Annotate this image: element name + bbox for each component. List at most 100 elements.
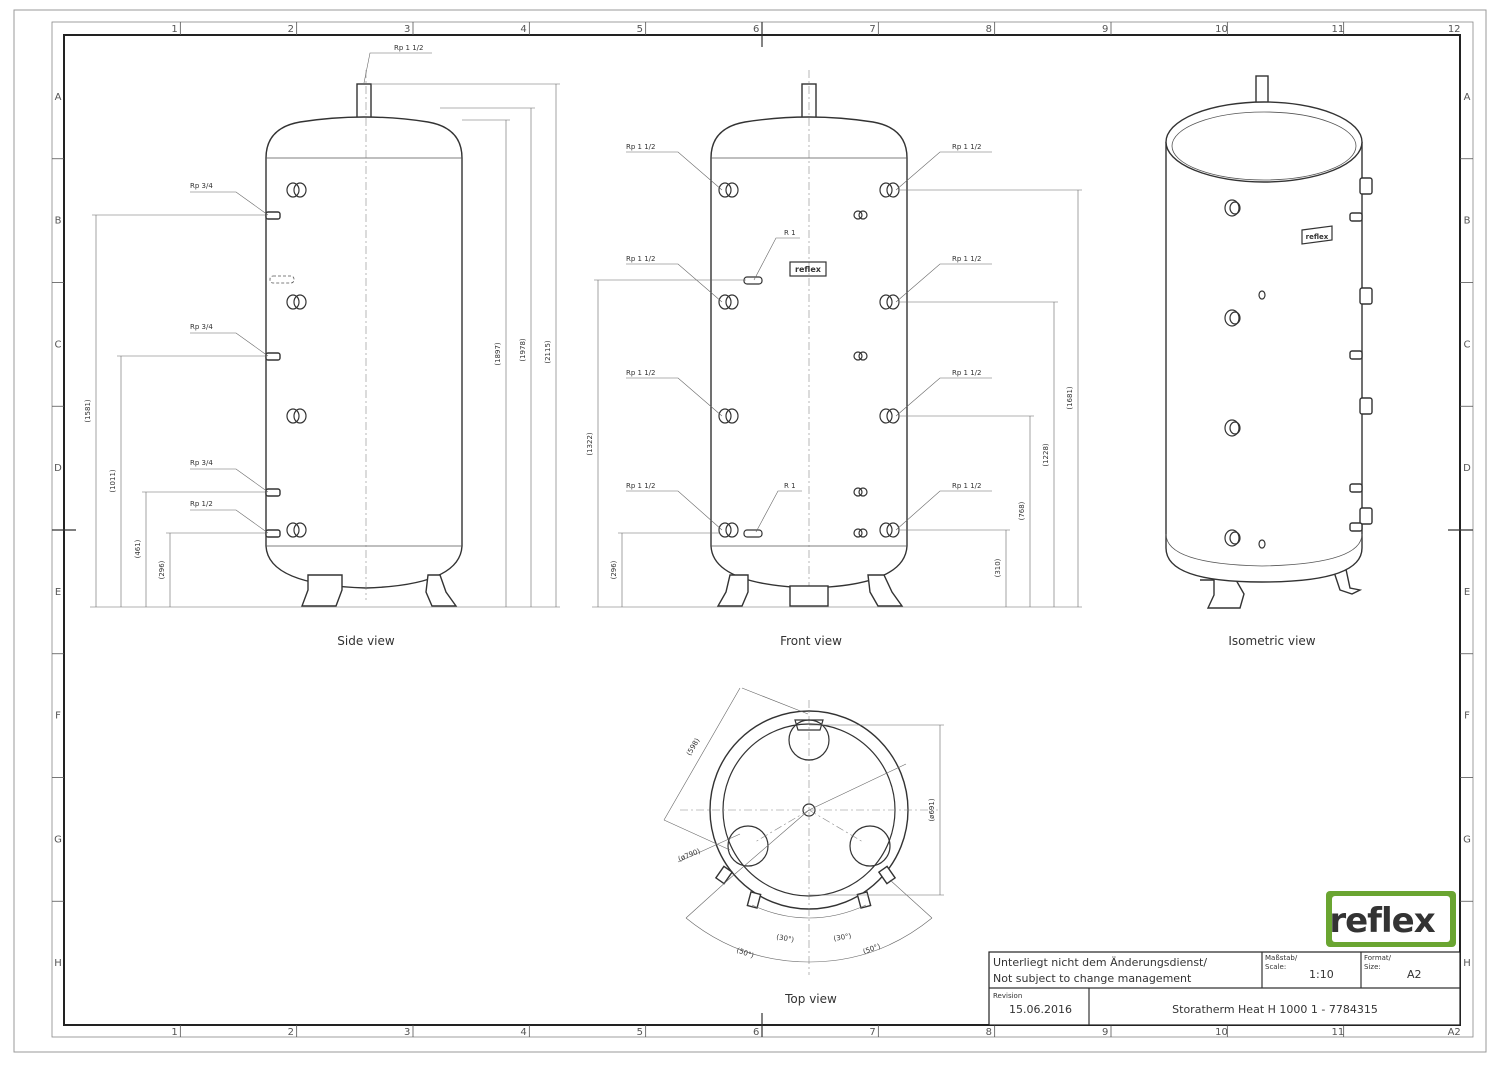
front-small-sockets [853, 210, 868, 538]
grid-column-label-bottom: 7 [869, 1027, 875, 1038]
top-dim-angle-50-left: (50°) [735, 946, 755, 960]
grid-column-label-top: 9 [1102, 24, 1108, 35]
side-dimension-lines-right [372, 83, 560, 607]
front-right-label-3: Rp 1 1/2 [952, 369, 981, 377]
side-sleeve-4 [286, 522, 300, 538]
side-dim-1011: (1011) [109, 469, 117, 493]
iso-badge: reflex [1306, 233, 1329, 241]
front-dimension-lines-right [900, 189, 1082, 607]
side-dim-1581: (1581) [84, 399, 92, 423]
format-label-en: Size: [1364, 963, 1381, 971]
logo-inner [1332, 896, 1450, 942]
front-dim-1681: (1681) [1066, 386, 1074, 410]
scale-label-de: Maßstab/ [1265, 954, 1298, 962]
side-label-top-connection: Rp 1 1/2 [394, 44, 423, 52]
front-dim-1322: (1322) [586, 432, 594, 456]
grid-column-label-top: 2 [288, 24, 294, 35]
side-label-connection-2: Rp 3/4 [190, 323, 213, 331]
iso-side-nozzles [1349, 177, 1373, 532]
grid-column-label-top: 5 [637, 24, 643, 35]
grid-row-label-left: H [54, 958, 62, 969]
side-sleeve-1b [293, 182, 307, 198]
iso-bottom-seam [1165, 533, 1363, 567]
top-foot-3 [849, 825, 891, 867]
front-badge-frame [789, 261, 827, 277]
side-leader-3 [190, 468, 269, 493]
top-dim-diameter-691: (ø691) [928, 798, 936, 821]
isometric-view-label: Isometric view [1228, 634, 1315, 648]
grid-column-label-top: 7 [869, 24, 875, 35]
iso-tank-body [1165, 142, 1363, 583]
front-right-label-4: Rp 1 1/2 [952, 482, 981, 490]
grid-row-label-left: C [55, 339, 62, 350]
scale-label-en: Scale: [1265, 963, 1286, 971]
front-dimension-lines-left [592, 279, 1082, 608]
front-dim-296: (296) [610, 560, 618, 579]
grid-column-label-bottom: 6 [753, 1027, 759, 1038]
logo-text: reflex [1329, 901, 1435, 941]
grid-column-label-bottom: A2 [1448, 1027, 1461, 1038]
side-label-connection-4: Rp 1/2 [190, 500, 213, 508]
front-tank-body [710, 116, 908, 589]
grid-row-label-left: F [55, 711, 61, 722]
front-left-label-4: Rp 1 1/2 [626, 482, 655, 490]
title-note-de: Unterliegt nicht dem Änderungsdienst/ [993, 956, 1207, 969]
iso-tank-top-inner [1171, 111, 1357, 181]
top-view: (598) (ø790) (ø691) (30°) (30°) (50°) (5… [663, 687, 944, 1006]
grid-column-label-bottom: 11 [1331, 1027, 1344, 1038]
isometric-view: reflex Isometric view [1165, 75, 1373, 648]
side-dim-1978: (1978) [519, 338, 527, 362]
grid-column-label-bottom: 9 [1102, 1027, 1108, 1038]
grid-row-label-right: A [1464, 92, 1471, 103]
top-dim-angle-30-left: (30°) [776, 933, 795, 944]
front-left-label-3: Rp 1 1/2 [626, 369, 655, 377]
grid-column-label-bottom: 10 [1215, 1027, 1228, 1038]
front-foot-left [716, 574, 749, 607]
revision-date: 15.06.2016 [1009, 1003, 1072, 1016]
grid-row-label-left: G [54, 834, 62, 845]
title-note-en: Not subject to change management [993, 972, 1192, 985]
side-nozzle-1 [265, 211, 281, 220]
front-r1-label-upper: R 1 [784, 229, 796, 237]
grid-row-label-right: E [1464, 587, 1470, 598]
grid-row-label-left: E [55, 587, 61, 598]
side-nozzle-4 [265, 529, 281, 538]
side-leader-4 [190, 509, 269, 534]
grid-column-label-top: 12 [1448, 24, 1461, 35]
grid-column-label-top: 4 [520, 24, 526, 35]
grid-column-label-bottom: 1 [171, 1027, 177, 1038]
grid-column-label-bottom: 4 [520, 1027, 526, 1038]
side-view-label: Side view [337, 634, 395, 648]
front-foot-right [867, 574, 904, 607]
grid-row-label-right: F [1464, 711, 1470, 722]
grid-row-label-left: D [54, 463, 62, 474]
grid-column-label-top: 11 [1331, 24, 1344, 35]
side-label-connection-3: Rp 3/4 [190, 459, 213, 467]
title-block: Unterliegt nicht dem Änderungsdienst/ No… [988, 951, 1461, 1026]
top-dim-angle-30-right: (30°) [833, 932, 852, 943]
side-dimension-lines-left [90, 214, 560, 608]
scale-value: 1:10 [1309, 968, 1334, 981]
front-r1-socket-upper [743, 276, 763, 285]
grid-column-label-top: 6 [753, 24, 759, 35]
grid-column-label-top: 10 [1215, 24, 1228, 35]
outer-border [13, 9, 1487, 1053]
front-r1-label-lower: R 1 [784, 482, 796, 490]
grid-row-label-right: D [1463, 463, 1471, 474]
front-badge: reflex [795, 265, 822, 274]
product-designation: Storatherm Heat H 1000 1 - 7784315 [1172, 1003, 1378, 1016]
side-leader-1 [190, 191, 269, 216]
side-leader-top [363, 52, 432, 84]
side-nozzle-2 [265, 352, 281, 361]
grid-column-label-top: 8 [986, 24, 992, 35]
front-left-label-2: Rp 1 1/2 [626, 255, 655, 263]
side-sleeve-2 [286, 294, 300, 310]
front-view-label: Front view [780, 634, 842, 648]
grid-row-label-left: A [55, 92, 62, 103]
side-leader-2 [190, 332, 269, 357]
grid-column-label-bottom: 5 [637, 1027, 643, 1038]
front-right-label-1: Rp 1 1/2 [952, 143, 981, 151]
